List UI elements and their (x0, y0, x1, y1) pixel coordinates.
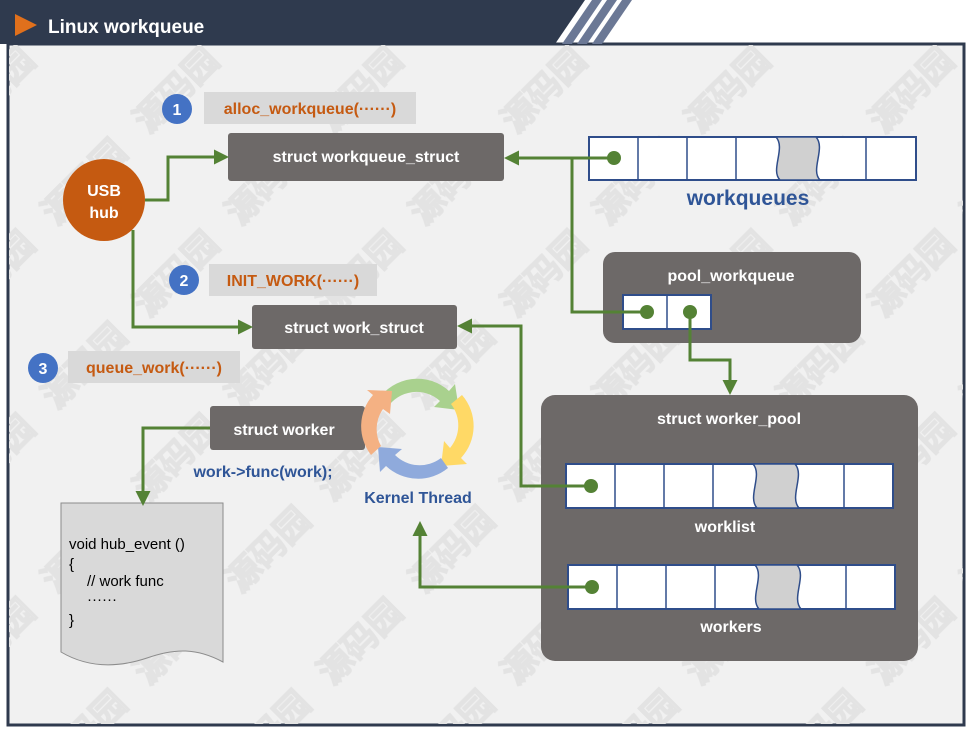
step-2-badge (169, 265, 199, 295)
worker-label: struct worker (233, 422, 334, 439)
connector-arrows (131, 149, 738, 589)
step-1-number: 1 (173, 102, 182, 119)
workqueues-label: workqueues (686, 187, 810, 210)
worklist-list (565, 463, 894, 509)
workqueue-struct-label: struct workqueue_struct (273, 149, 460, 166)
code-line-1: void hub_event () (69, 536, 185, 553)
arrow-usb-to-work-struct (131, 230, 253, 335)
workers-list (567, 564, 896, 610)
kernel-thread-label: Kernel Thread (364, 490, 472, 507)
step-3-badge (28, 353, 58, 383)
kernel-thread-cycle-icon (361, 378, 474, 479)
work-struct-box (252, 305, 457, 349)
step-3-number: 3 (39, 361, 48, 378)
arrow-pool-workqueue-to-worker-pool (688, 312, 738, 395)
arrow-worker-to-hub-event (135, 426, 210, 506)
list-gap-break (774, 136, 822, 181)
worklist-label: worklist (694, 519, 756, 536)
step-2-label-bg (209, 264, 377, 296)
usb-hub-node (63, 159, 145, 241)
worker-func-call: work->func(work); (192, 464, 332, 481)
step-3-label: queue_work(······) (86, 360, 222, 377)
step-2-number: 2 (180, 273, 189, 290)
play-arrow-icon (15, 14, 37, 36)
header-bar: Linux workqueue (0, 0, 632, 44)
code-line-3: // work func (87, 573, 164, 590)
arrow-usb-to-workqueue-struct (145, 149, 229, 202)
header-title: Linux workqueue (48, 17, 204, 38)
work-struct-label: struct work_struct (284, 320, 424, 337)
code-line-4: ······ (87, 591, 117, 608)
line-pool-workqueue-to-workqueue-struct (570, 158, 647, 314)
code-line-5: } (69, 612, 74, 629)
step-1-label-bg (204, 92, 416, 124)
hub-event-code-document (60, 502, 224, 666)
step-2-label: INIT_WORK(······) (227, 273, 359, 290)
step-1-badge (162, 94, 192, 124)
arrow-worklist-to-work-struct (457, 318, 591, 488)
workqueue-struct-box (228, 133, 504, 181)
worker-box (210, 406, 365, 450)
usb-hub-line2: hub (89, 205, 119, 222)
code-line-2: { (69, 556, 74, 573)
worker-pool-label: struct worker_pool (657, 411, 801, 428)
usb-hub-line1: USB (87, 183, 121, 200)
workqueues-list (588, 136, 917, 181)
workers-label: workers (699, 619, 761, 636)
step-1-label: alloc_workqueue(······) (224, 101, 396, 118)
step-3-label-bg (68, 351, 240, 383)
arrow-workers-to-kernel-thread (412, 521, 592, 589)
pool-workqueue-label: pool_workqueue (667, 268, 794, 285)
